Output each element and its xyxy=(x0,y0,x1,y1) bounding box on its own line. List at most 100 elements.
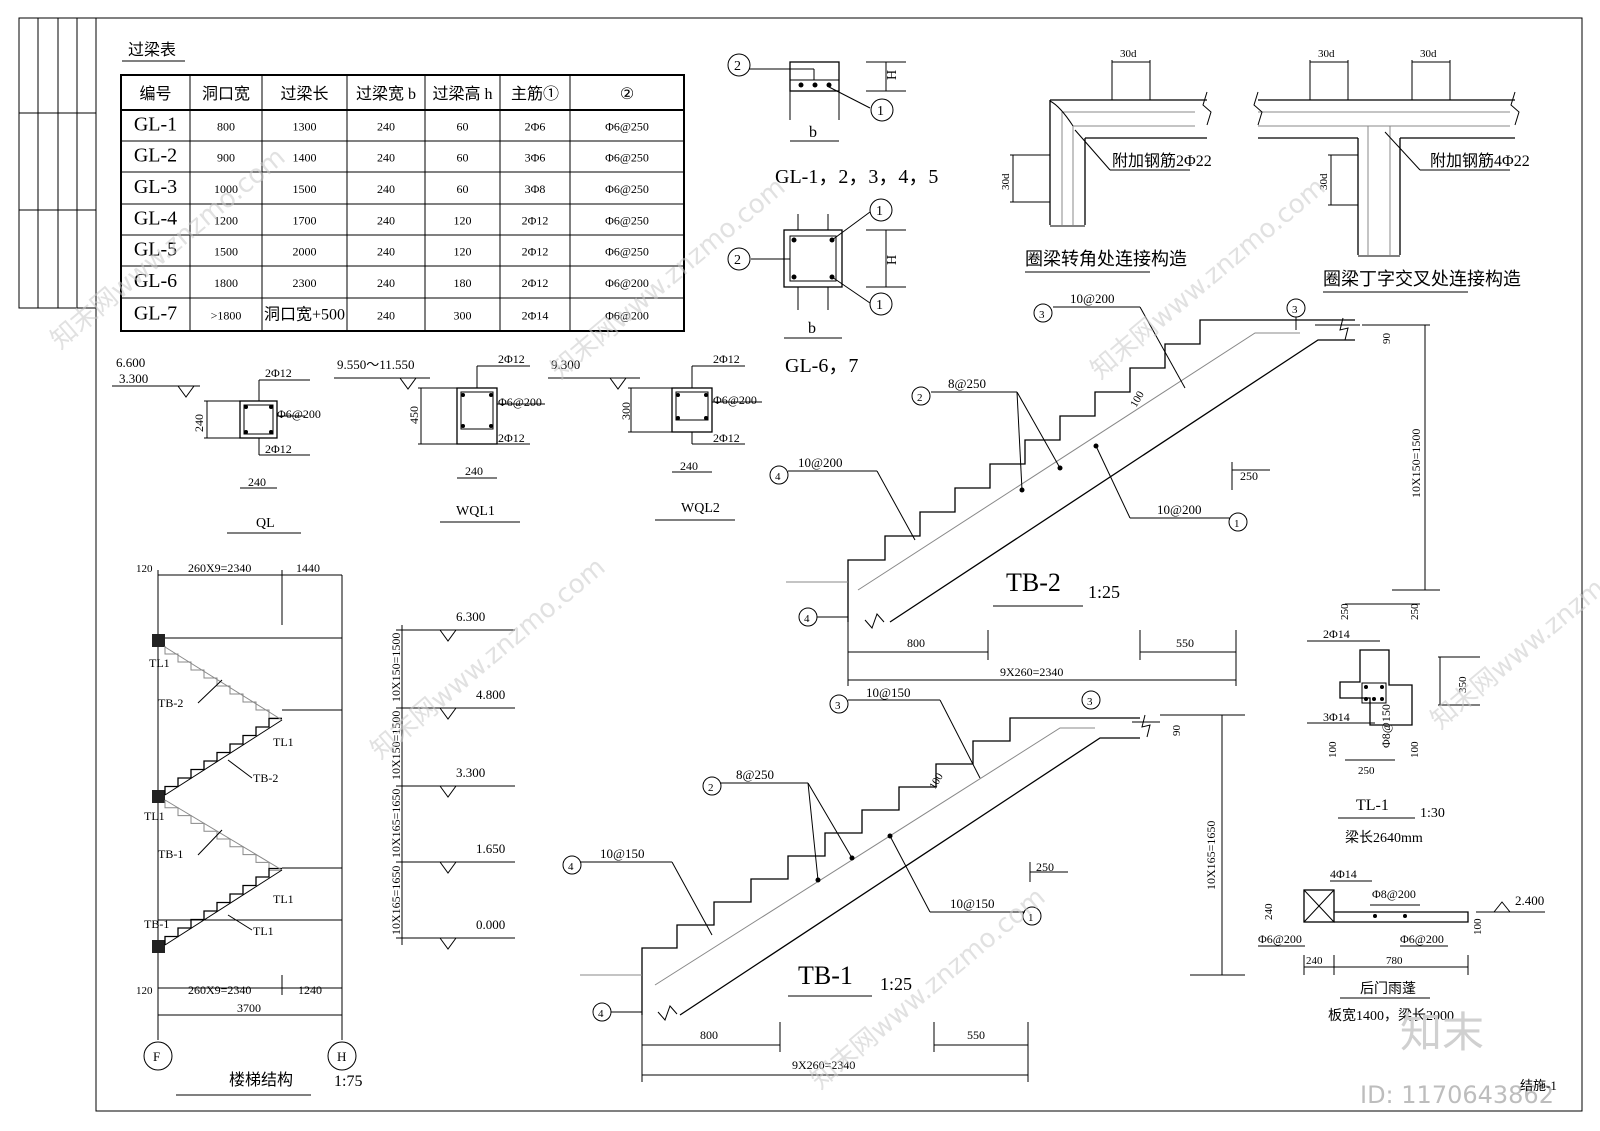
table-cell: 1700 xyxy=(293,214,317,228)
table-cell: 3Φ6 xyxy=(525,151,546,165)
table-cell: 洞口宽+500 xyxy=(264,306,345,324)
stair-elevations: 6.300 4.800 3.300 1.650 0.000 10X150=150… xyxy=(389,609,515,950)
ql-mid: Φ6@200 xyxy=(277,407,321,421)
tl1-top: 2Φ14 xyxy=(1323,627,1350,641)
svg-text:4: 4 xyxy=(775,471,781,483)
gl2-mark-1b: 1 xyxy=(876,298,883,313)
table-cell: 120 xyxy=(454,245,472,259)
plan-label-6: TB-1 xyxy=(158,847,183,861)
tb1-rebar-3: 10@150 xyxy=(866,685,910,700)
elev-4: 1.650 xyxy=(476,841,505,856)
table-cell: 2Φ12 xyxy=(522,276,549,290)
canopy-dim-4: 100 xyxy=(1472,918,1484,935)
table-cell: 2Φ12 xyxy=(522,214,549,228)
ql-section: 6.600 3.300 2Φ12 Φ6@200 2Φ12 240 240 QL xyxy=(112,355,321,534)
ring-beam-tee: 30d 30d 30d 附加钢筋4Φ22 圈梁丁字交叉处连接构造 xyxy=(1253,48,1530,293)
watermark-id: ID: 1170643862 xyxy=(1360,1081,1554,1109)
wql1-h: 450 xyxy=(407,406,421,424)
table-cell: Φ6@250 xyxy=(605,214,649,228)
plan-label-2: TB-2 xyxy=(158,696,183,710)
corner-note: 附加钢筋2Φ22 xyxy=(1112,152,1212,170)
table-cell: GL-2 xyxy=(134,145,177,167)
table-cell: 900 xyxy=(217,151,235,165)
gl-section-1: 2 1 H b GL-1，2，3，4，5 xyxy=(727,53,938,188)
gl1-h-label: H xyxy=(885,70,900,80)
wql2-h: 300 xyxy=(619,402,633,420)
svg-text:3: 3 xyxy=(1039,309,1045,321)
svg-text:3: 3 xyxy=(1292,304,1298,316)
elev-dim-3: 10X165=1650 xyxy=(389,789,403,858)
tb2-title: TB-2 xyxy=(1006,568,1061,597)
gl2-b-label: b xyxy=(808,320,816,337)
wql2-top: 2Φ12 xyxy=(713,352,740,366)
gl2-mark-2: 2 xyxy=(734,253,741,268)
table-cell: GL-1 xyxy=(134,114,177,136)
svg-text:3: 3 xyxy=(835,700,841,712)
table-cell: 1800 xyxy=(214,276,238,290)
tl1-dim-6: 100 xyxy=(1409,741,1421,758)
plan-label-7: TL1 xyxy=(273,892,294,906)
tl1-dim-5: 250 xyxy=(1358,765,1375,777)
table-header-cell: 过梁宽 b xyxy=(356,85,416,103)
canopy-elev: 2.400 xyxy=(1515,893,1544,908)
wql1-mid: Φ6@200 xyxy=(498,395,542,409)
tb2-dim-total: 9X260=2340 xyxy=(1000,665,1063,679)
plan-label-5: TL1 xyxy=(144,809,165,823)
canopy-rebar-a: Φ6@200 xyxy=(1258,932,1302,946)
table-cell: Φ6@250 xyxy=(605,151,649,165)
table-cell: 1400 xyxy=(293,151,317,165)
plan-dim-top-2: 260X9=2340 xyxy=(188,561,251,575)
tb2-dim-800: 800 xyxy=(907,636,925,650)
tb1-dim-top: 90 xyxy=(1171,725,1183,737)
gl2-title: GL-6，7 xyxy=(785,355,858,377)
tb1-step: 250 xyxy=(1036,860,1054,874)
table-cell: 2Φ12 xyxy=(522,245,549,259)
ql-name: QL xyxy=(256,516,275,531)
canopy-rebar-b: Φ6@200 xyxy=(1400,932,1444,946)
elev-1: 6.300 xyxy=(456,609,485,624)
plan-dim-total: 3700 xyxy=(237,1001,261,1015)
ql-elev-2: 3.300 xyxy=(119,371,148,386)
tb2-rebar-2: 8@250 xyxy=(948,376,986,391)
tb2-detail: 3 10@200 3 2 8@250 4 10@200 1 10@200 4 1… xyxy=(769,291,1440,686)
elev-dim-2: 10X150=1500 xyxy=(389,711,403,780)
canopy-beam: 4Φ14 xyxy=(1330,867,1357,881)
ql-top: 2Φ12 xyxy=(265,366,292,380)
wql2-mid: Φ6@200 xyxy=(713,393,757,407)
plan-dim-bot-3: 1240 xyxy=(298,983,322,997)
table-cell: GL-5 xyxy=(134,239,177,261)
tb1-scale: 1:25 xyxy=(880,974,912,994)
wql2-section: 9.300 2Φ12 Φ6@200 2Φ12 300 240 WQL2 xyxy=(548,352,762,521)
table-cell: 1500 xyxy=(293,182,317,196)
wql2-elev: 9.300 xyxy=(551,357,580,372)
canopy-note: 板宽1400，梁长2000 xyxy=(1328,1007,1454,1024)
tl1-scale: 1:30 xyxy=(1420,806,1445,821)
tee-title: 圈梁丁字交叉处连接构造 xyxy=(1323,269,1521,289)
gl1-title: GL-1，2，3，4，5 xyxy=(775,166,938,188)
wql1-bot: 2Φ12 xyxy=(498,431,525,445)
watermark-brand: 知末 xyxy=(1400,1008,1484,1057)
plan-label-3: TL1 xyxy=(273,735,294,749)
tb1-dim-height: 10X165=1650 xyxy=(1204,821,1218,890)
plan-dim-top-1: 120 xyxy=(136,563,153,575)
svg-text:2: 2 xyxy=(917,392,923,404)
gl1-mark-1: 1 xyxy=(877,104,884,119)
table-cell: 240 xyxy=(377,245,395,259)
table-header-cell: 主筋① xyxy=(511,85,559,103)
wql1-w: 240 xyxy=(465,464,483,478)
table-cell: 240 xyxy=(377,214,395,228)
tb1-title: TB-1 xyxy=(798,961,853,990)
table-cell: 2Φ14 xyxy=(522,309,549,323)
plan-title: 楼梯结构 xyxy=(229,1071,293,1089)
svg-text:1: 1 xyxy=(1234,518,1240,530)
plan-label-1: TL1 xyxy=(149,656,170,670)
table-cell: Φ6@250 xyxy=(605,182,649,196)
table-cell: 300 xyxy=(454,309,472,323)
tl1-title: TL-1 xyxy=(1356,797,1389,814)
wql2-bot: 2Φ12 xyxy=(713,431,740,445)
elev-dim-4: 10X165=1650 xyxy=(389,866,403,935)
beam-table-title: 过梁表 xyxy=(128,41,176,59)
canopy-title: 后门雨蓬 xyxy=(1360,981,1416,997)
svg-text:3: 3 xyxy=(1087,696,1093,708)
canopy-dim-3: 780 xyxy=(1386,955,1403,967)
